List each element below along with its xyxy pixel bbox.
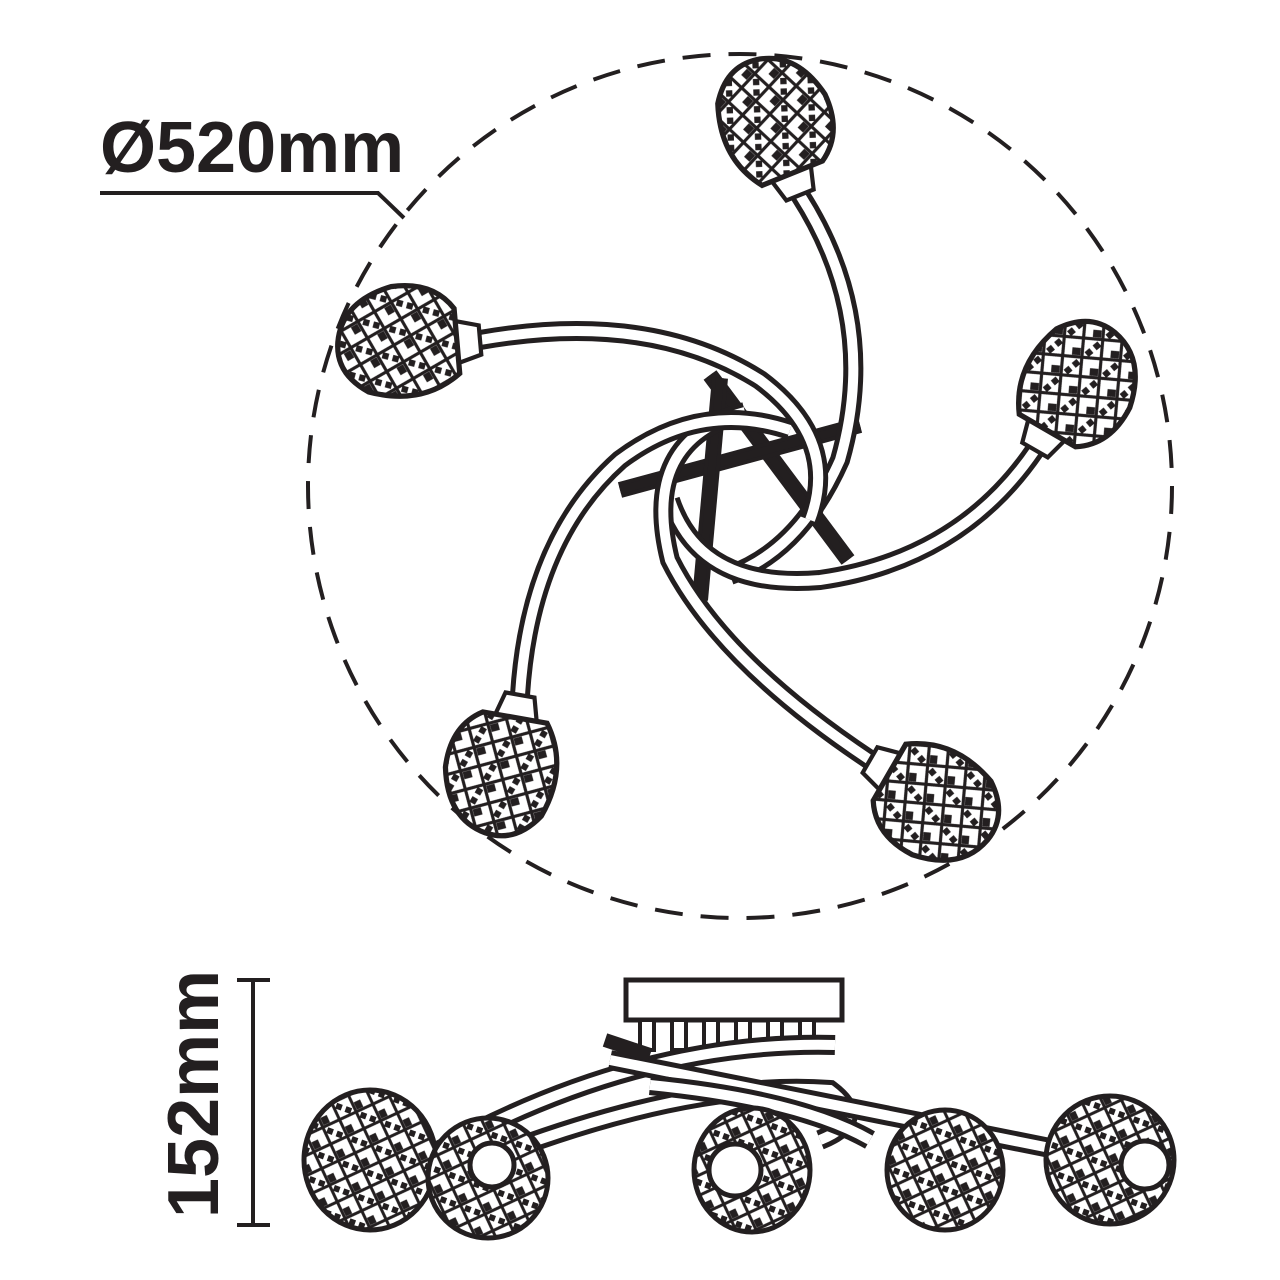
- shade-side-5: [1043, 1093, 1177, 1227]
- shade-left: [333, 279, 485, 401]
- diameter-label: Ø520mm: [100, 108, 404, 188]
- arms: [478, 189, 1044, 769]
- outline-circle: [306, 52, 1174, 920]
- height-dimension: 152mm: [154, 970, 270, 1227]
- top-view: Ø520mm: [100, 40, 1174, 920]
- shade-right: [992, 302, 1159, 481]
- arm-left: [478, 321, 829, 524]
- shade-side-1: [301, 1087, 439, 1233]
- arm-bottom-right: [653, 402, 876, 769]
- shades-side-view: [301, 1087, 1177, 1241]
- leader-line: [100, 191, 406, 220]
- arm-bottom-left: [510, 410, 794, 696]
- ceiling-canopy: [623, 977, 845, 1023]
- height-label: 152mm: [154, 970, 234, 1218]
- arm-right: [660, 444, 1044, 591]
- side-view: 152mm: [154, 970, 1177, 1241]
- arm-top: [726, 189, 864, 585]
- shade-bottom-left: [435, 684, 569, 844]
- shade-bottom-right: [839, 717, 1018, 884]
- shade-side-4: [884, 1107, 1006, 1233]
